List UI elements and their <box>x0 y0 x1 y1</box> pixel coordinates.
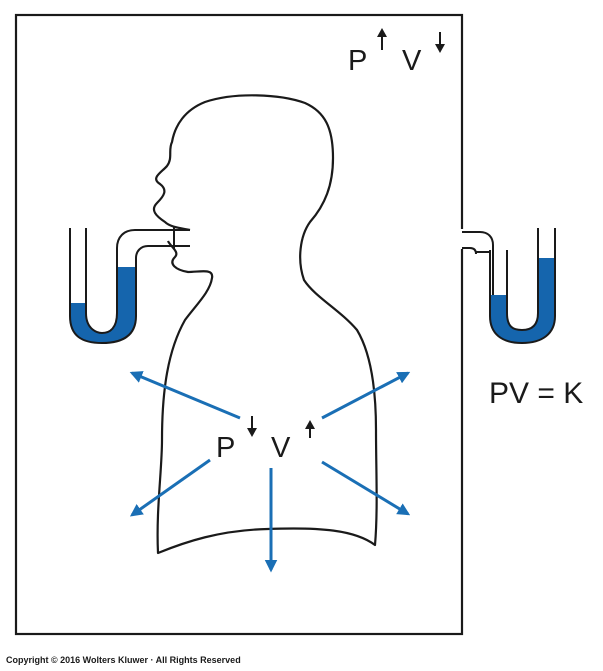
mouth-manometer <box>69 228 137 345</box>
box-pressure-volume-label: P V <box>348 28 445 77</box>
arrow-upper-right <box>321 371 411 420</box>
box-volume-label: V <box>402 45 422 77</box>
box-pressure-tube <box>462 231 494 305</box>
arrow-down-icon <box>435 32 445 53</box>
arrow-lower-left <box>129 458 211 517</box>
mouthpiece-tube <box>116 229 190 305</box>
chest-expansion-arrows <box>129 371 411 573</box>
lung-pressure-volume-label: P V <box>216 416 315 464</box>
lung-pressure-label: P <box>216 432 235 464</box>
plethysmograph-box <box>14 13 464 636</box>
arrow-up-icon <box>305 420 315 438</box>
arrow-lower-right <box>321 460 411 516</box>
arrow-upper-left <box>129 371 241 420</box>
copyright-notice: Copyright © 2016 Wolters Kluwer · All Ri… <box>6 655 241 665</box>
arrow-up-icon <box>377 28 387 50</box>
arrow-down-icon <box>247 416 257 437</box>
person-silhouette <box>152 94 378 555</box>
box-manometer <box>476 228 556 345</box>
boyles-law-equation: PV = K <box>489 377 583 410</box>
lung-volume-label: V <box>271 432 291 464</box>
box-pressure-label: P <box>348 45 367 77</box>
